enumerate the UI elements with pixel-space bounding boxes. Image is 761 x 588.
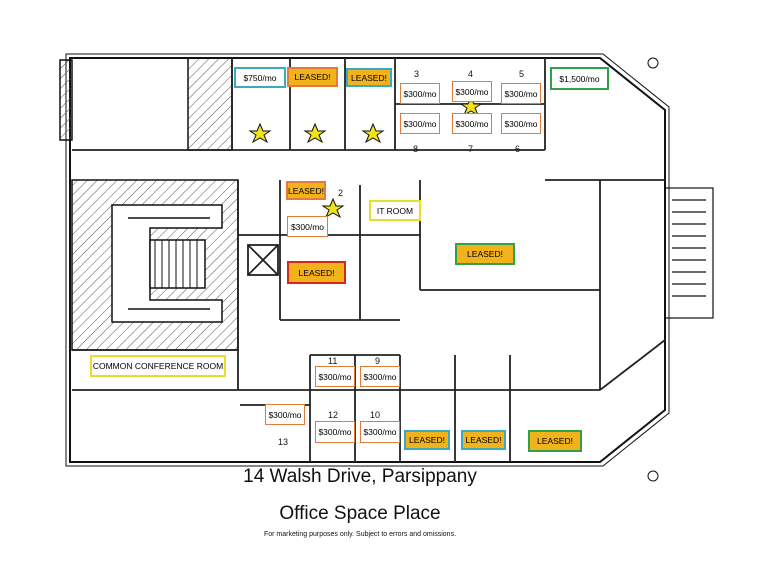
- title-caption: Office Space Place: [279, 503, 441, 524]
- price-tag-suite-9: $300/mo: [360, 366, 400, 387]
- stair-treads: [154, 240, 198, 288]
- price-tag-suite-3: $300/mo: [400, 83, 440, 104]
- star-suite-2: [321, 197, 345, 219]
- leased-tag-suite-6b: LEASED!: [528, 430, 582, 452]
- exit-stair: [664, 187, 714, 319]
- price-tag-suite-11: $300/mo: [315, 366, 355, 387]
- leased-tag-suite-2: LEASED!: [286, 181, 326, 200]
- suite-number-9: 9: [375, 356, 381, 366]
- price-tag-suite-2: $300/mo: [287, 216, 328, 237]
- common-conference-room-label: COMMON CONFERENCE ROOM: [90, 355, 226, 377]
- price-tag-suite-10: $300/mo: [360, 421, 400, 443]
- compass-markers: [647, 57, 659, 482]
- price-tag-suite-6: $300/mo: [501, 113, 541, 134]
- price-tag-1500: $1,500/mo: [550, 67, 609, 90]
- leased-tag-center: LEASED!: [287, 261, 346, 284]
- price-tag-suite-4: $300/mo: [452, 81, 492, 102]
- price-tag-750: $750/mo: [234, 67, 286, 88]
- price-tag-suite-8: $300/mo: [400, 113, 440, 134]
- address-caption: 14 Walsh Drive, Parsippany: [243, 466, 477, 487]
- leased-tag-suite-5b: LEASED!: [461, 430, 506, 450]
- suite-number-3: 3: [414, 69, 420, 79]
- price-tag-suite-5: $300/mo: [501, 83, 541, 104]
- star-suite-4: [459, 95, 483, 117]
- building-outline: [65, 53, 670, 467]
- leased-tag-15: LEASED!: [287, 67, 338, 87]
- suite-number-10: 10: [370, 410, 381, 420]
- suite-number-7: 7: [468, 144, 474, 154]
- leased-tag-16: LEASED!: [346, 68, 392, 87]
- price-tag-suite-13: $300/mo: [265, 404, 305, 425]
- suite-number-13: 13: [278, 437, 289, 447]
- price-tag-suite-12: $300/mo: [315, 421, 355, 443]
- it-room-label: IT ROOM: [369, 200, 421, 221]
- stair-core: [111, 204, 223, 323]
- leased-tag-suite-10: LEASED!: [455, 243, 515, 265]
- suite-number-4: 4: [468, 69, 474, 79]
- suite-number-2: 2: [338, 188, 344, 198]
- leased-tag-suite-4b: LEASED!: [404, 430, 450, 450]
- star-suite-14: [248, 122, 272, 144]
- interior-walls: [72, 58, 666, 462]
- price-tag-suite-7: $300/mo: [452, 113, 492, 134]
- star-markers: [248, 95, 483, 219]
- suite-number-11: 11: [328, 356, 338, 366]
- suite-number-5: 5: [519, 69, 525, 79]
- suite-number-8: 8: [413, 144, 419, 154]
- star-suite-16: [361, 122, 385, 144]
- suite-number-12: 12: [328, 410, 339, 420]
- suite-number-6: 6: [515, 144, 521, 154]
- star-suite-15: [303, 122, 327, 144]
- disclaimer-note: For marketing purposes only. Subject to …: [263, 531, 457, 538]
